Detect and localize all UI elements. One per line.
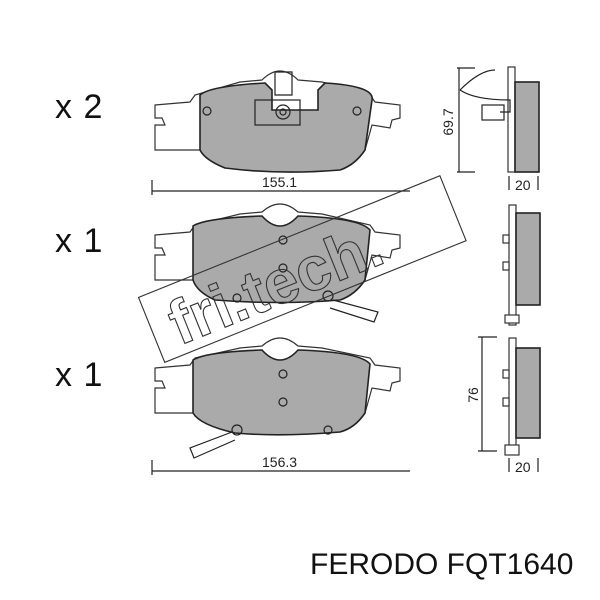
bottom-height-dimension: 76: [465, 387, 481, 403]
bottom-width-dimension: 156.3: [262, 454, 297, 470]
quantity-label-middle: x 1: [55, 222, 104, 260]
top-side-view: 69.7 20: [440, 66, 540, 193]
bottom-thickness-dimension: 20: [515, 459, 531, 475]
top-pad: 155.1: [151, 70, 410, 195]
product-caption: FERODO FQT1640: [310, 548, 574, 581]
middle-side-view: [502, 204, 541, 326]
bottom-side-view: 76 20: [465, 336, 541, 475]
top-thickness-dimension: 20: [515, 177, 531, 193]
quantity-label-top: x 2: [55, 88, 104, 126]
bottom-pad: 156.3: [151, 337, 410, 475]
quantity-label-bottom: x 1: [55, 356, 104, 394]
top-width-dimension: 155.1: [262, 174, 297, 190]
top-height-dimension: 69.7: [440, 108, 456, 135]
middle-pad: [154, 203, 401, 323]
